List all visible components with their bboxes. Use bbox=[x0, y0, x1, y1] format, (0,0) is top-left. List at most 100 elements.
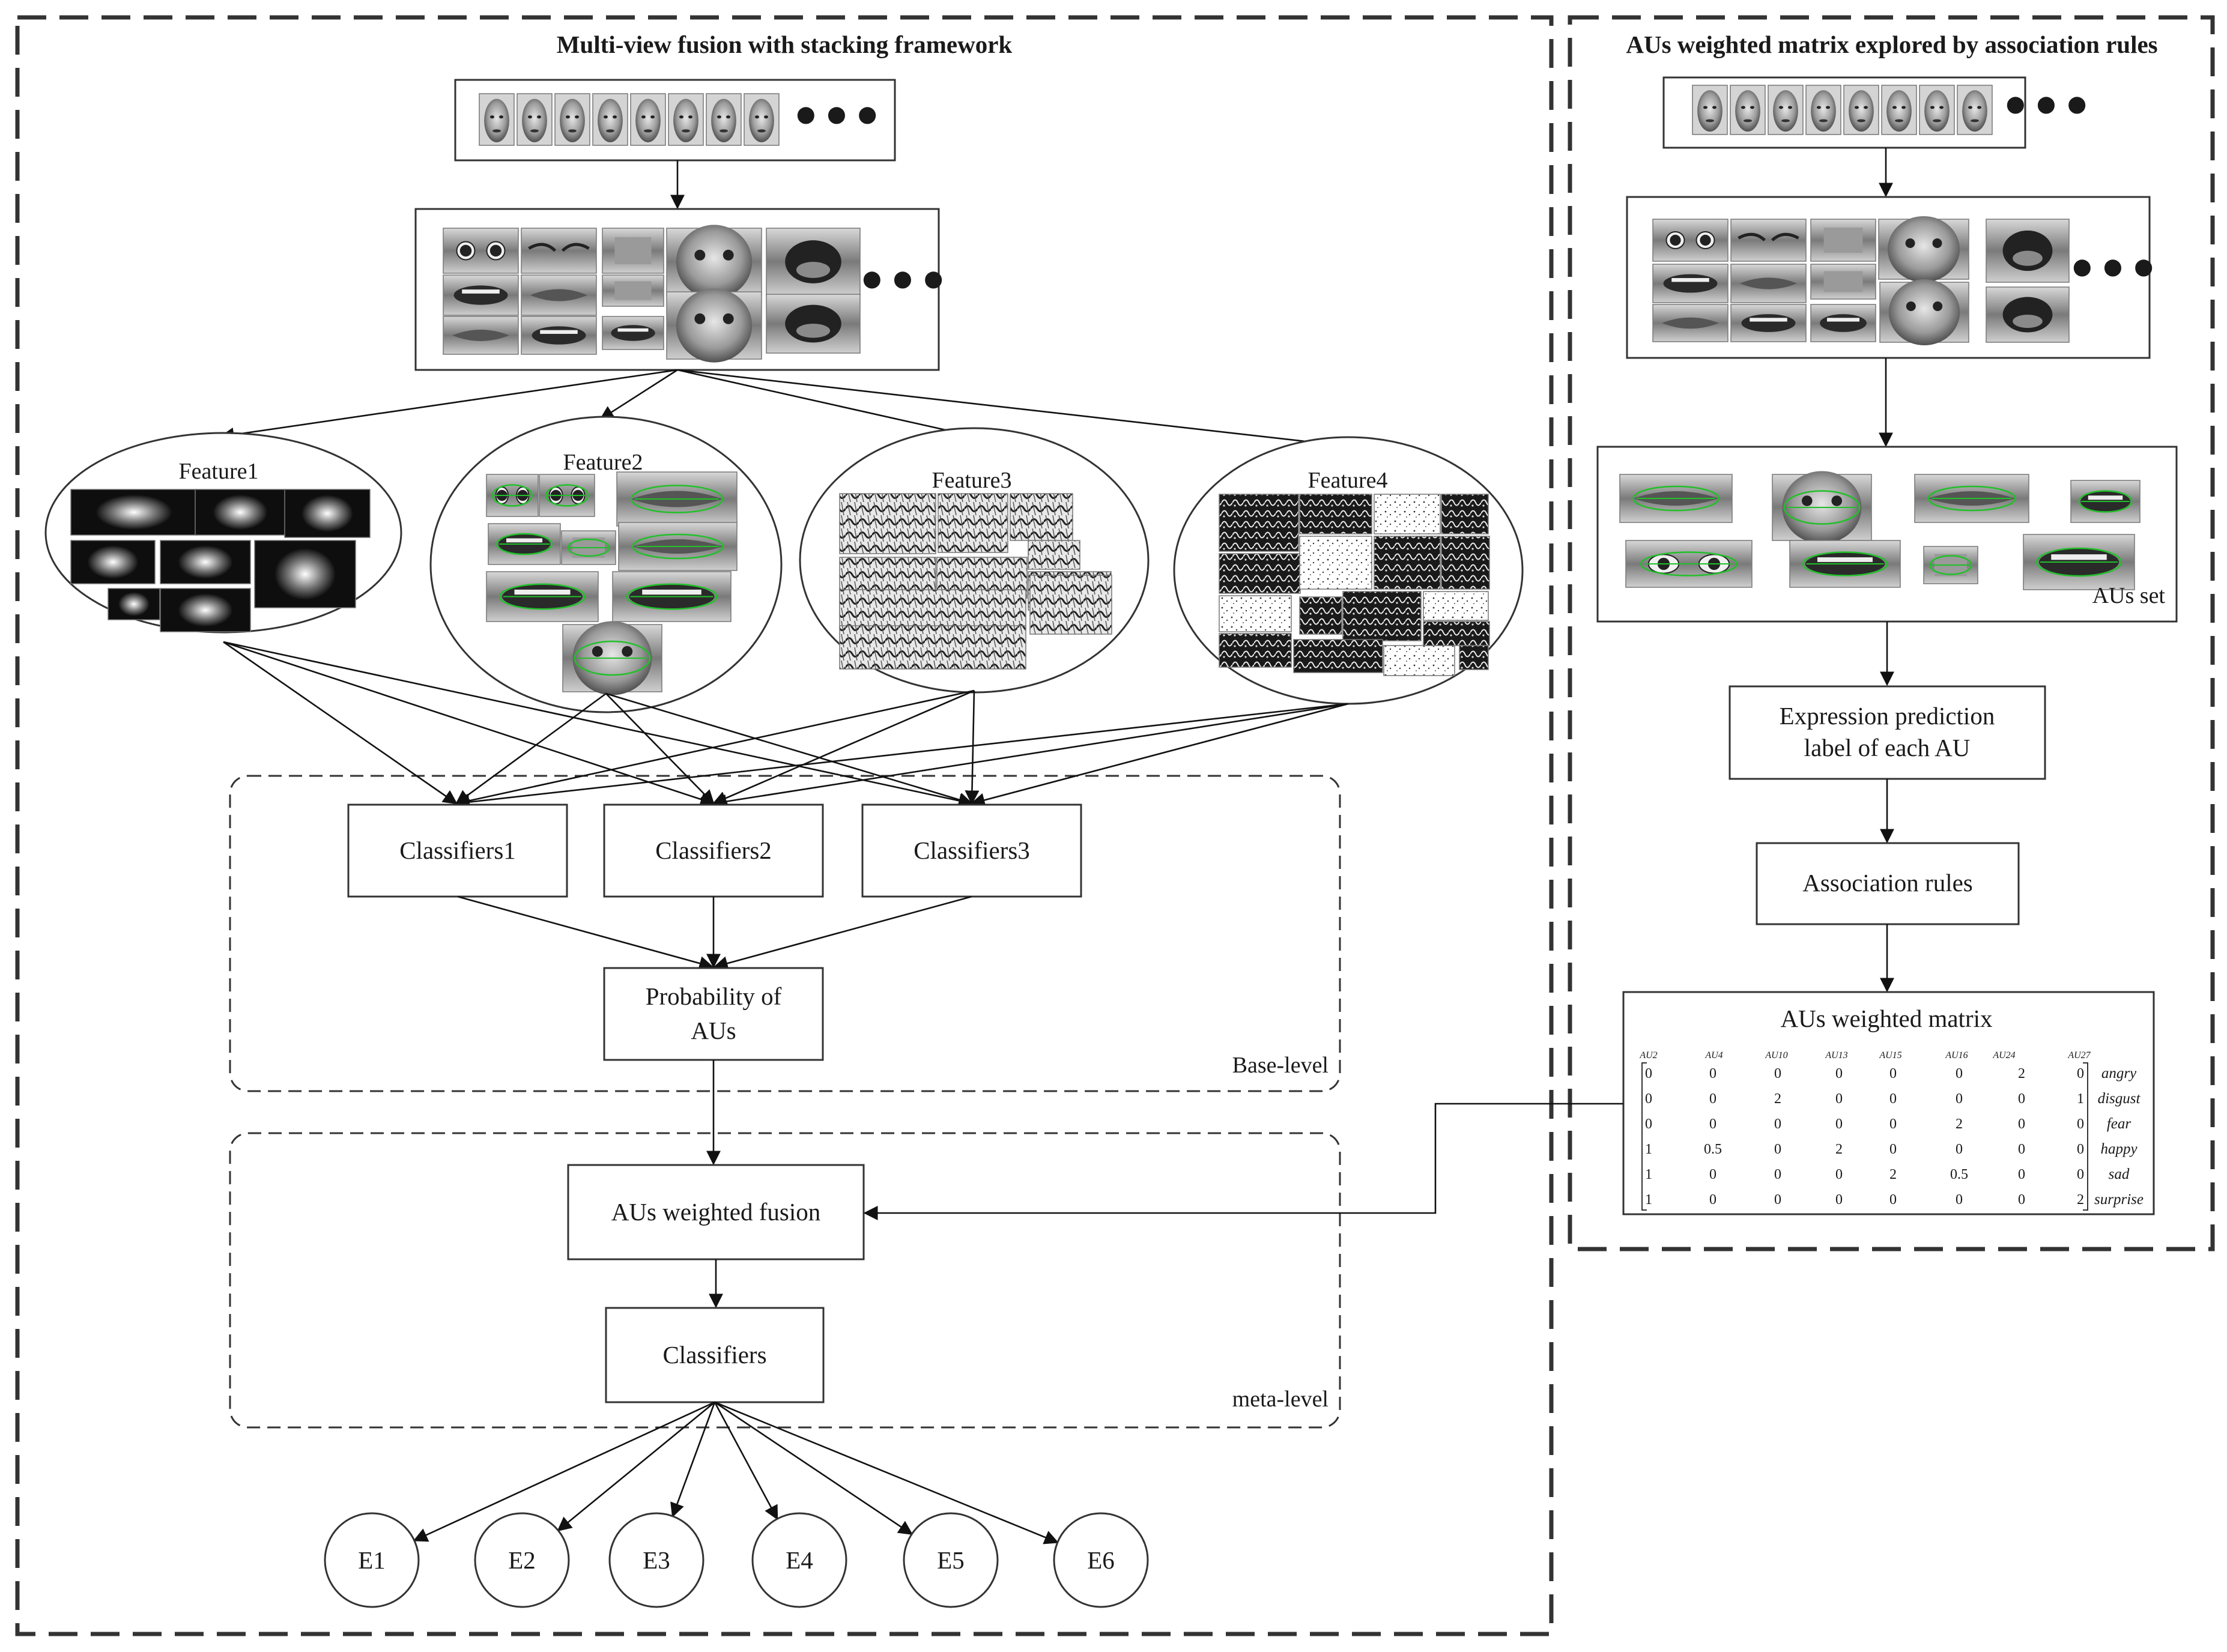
right-more-faces-ellipsis: ••• bbox=[2000, 79, 2092, 135]
prediction-label-line2: label of each AU bbox=[1804, 734, 1971, 761]
weighted-matrix-title: AUs weighted matrix bbox=[1781, 1005, 1993, 1032]
matrix-cell: 2 bbox=[2018, 1066, 2025, 1082]
matrix-cell: 1 bbox=[1645, 1192, 1652, 1208]
feature4-binary-map bbox=[1299, 536, 1372, 590]
meta-classifier-label: Classifiers bbox=[662, 1341, 766, 1369]
matrix-cell: 0 bbox=[2018, 1142, 2025, 1157]
emotion-arrows bbox=[413, 1401, 1059, 1545]
matrix-column-header: AU15 bbox=[1879, 1050, 1901, 1060]
arrow-to-emotion bbox=[714, 1402, 778, 1520]
emotion-node: E6 bbox=[1053, 1512, 1149, 1608]
base-level-region bbox=[229, 775, 1341, 1092]
right-facial-part-thumbnail bbox=[1730, 264, 1807, 303]
matrix-cell: 0 bbox=[1956, 1142, 1963, 1157]
facial-part-thumbnail bbox=[766, 294, 861, 354]
input-face-thumbnail bbox=[554, 93, 590, 146]
right-facial-part-thumbnail bbox=[1652, 219, 1729, 262]
facial-part-thumbnail bbox=[521, 316, 597, 355]
input-face-thumbnail bbox=[592, 93, 628, 146]
feature4-binary-map bbox=[1342, 591, 1422, 641]
matrix-cell: 0 bbox=[1835, 1066, 1843, 1082]
matrix-column-header: AU10 bbox=[1765, 1050, 1787, 1060]
probability-label-line1: Probability of bbox=[646, 982, 782, 1010]
facial-part-thumbnail bbox=[602, 228, 664, 274]
feature4-binary-map bbox=[1293, 639, 1383, 673]
matrix-cell: 0 bbox=[1709, 1167, 1716, 1182]
matrix-cell: 0 bbox=[2077, 1142, 2084, 1157]
matrix-cell: 0 bbox=[2018, 1091, 2025, 1107]
feature1-label: Feature1 bbox=[179, 459, 259, 484]
matrix-cell: 0 bbox=[1835, 1091, 1843, 1107]
right-facial-parts-box: ••• bbox=[1626, 196, 2159, 359]
right-input-face-thumbnail bbox=[1881, 85, 1917, 135]
matrix-cell: 1 bbox=[2077, 1091, 2084, 1107]
aus-set-box: AUs set bbox=[1596, 446, 2178, 623]
classifier1-label: Classifiers1 bbox=[399, 837, 516, 864]
feature3-texture-map bbox=[1028, 540, 1080, 570]
matrix-cell: 0 bbox=[2077, 1066, 2084, 1082]
matrix-cell: 0 bbox=[2077, 1167, 2084, 1182]
matrix-cell: 0 bbox=[1709, 1066, 1716, 1082]
matrix-column-header: AU2 bbox=[1639, 1050, 1657, 1060]
probability-box: Probability of AUs bbox=[603, 967, 824, 1061]
aus-set-label: AUs set bbox=[2092, 583, 2166, 608]
more-faces-ellipsis: ••• bbox=[790, 89, 882, 145]
arrow-to-emotion bbox=[557, 1401, 715, 1532]
matrix-cell: 0 bbox=[1774, 1116, 1781, 1132]
matrix-cell: 0 bbox=[1709, 1192, 1716, 1208]
arrow-to-emotion bbox=[670, 1402, 716, 1518]
matrix-cell: 2 bbox=[1956, 1116, 1963, 1132]
matrix-cell: 0 bbox=[2018, 1192, 2025, 1208]
matrix-row-label: disgust bbox=[2098, 1091, 2141, 1107]
matrix-cell: 2 bbox=[1889, 1167, 1897, 1182]
feature3-texture-map bbox=[839, 625, 1026, 670]
right-facial-part-thumbnail bbox=[1986, 219, 2070, 283]
association-rules-label: Association rules bbox=[1802, 869, 1973, 897]
facial-part-thumbnail bbox=[443, 228, 519, 274]
matrix-cell: 0 bbox=[1774, 1167, 1781, 1182]
right-input-face-thumbnail bbox=[1730, 85, 1766, 135]
arrow-to-feature4 bbox=[677, 369, 1344, 452]
matrix-cell: 0 bbox=[1889, 1192, 1897, 1208]
feature1-map bbox=[70, 489, 198, 536]
feature4-binary-map bbox=[1219, 494, 1299, 552]
arrow-to-feature1 bbox=[219, 369, 678, 442]
facial-part-thumbnail bbox=[666, 225, 762, 299]
base-level-label: Base-level bbox=[1232, 1053, 1329, 1078]
matrix-cell: 0 bbox=[1889, 1091, 1897, 1107]
matrix-cell: 2 bbox=[1835, 1142, 1843, 1157]
classifier2-label: Classifiers2 bbox=[655, 837, 772, 864]
right-input-face-thumbnail bbox=[1843, 85, 1879, 135]
feature1-map bbox=[160, 588, 251, 632]
matrix-cell: 0 bbox=[1889, 1116, 1897, 1132]
right-facial-part-thumbnail bbox=[1879, 279, 1969, 345]
matrix-cell: 0 bbox=[2077, 1116, 2084, 1132]
feature3-texture-map bbox=[839, 589, 1026, 629]
input-face-thumbnail bbox=[630, 93, 666, 146]
feature3-texture-map bbox=[1029, 575, 1112, 635]
emotion-node: E4 bbox=[751, 1512, 847, 1608]
matrix-row-label: fear bbox=[2107, 1116, 2132, 1132]
matrix-cell: 0 bbox=[1835, 1192, 1843, 1208]
classifier2-box: Classifiers2 bbox=[603, 803, 824, 898]
classifier3-box: Classifiers3 bbox=[861, 803, 1082, 898]
right-more-parts-ellipsis: ••• bbox=[2067, 241, 2159, 297]
matrix-cell: 0 bbox=[1645, 1066, 1652, 1082]
feature3-texture-map bbox=[938, 493, 1008, 553]
right-panel-title: AUs weighted matrix explored by associat… bbox=[1626, 31, 2157, 58]
matrix-cell: 0 bbox=[1709, 1091, 1716, 1107]
left-panel-title: Multi-view fusion with stacking framewor… bbox=[557, 31, 1013, 58]
matrix-cell: 0 bbox=[1709, 1116, 1716, 1132]
feature4-binary-map bbox=[1299, 494, 1372, 534]
facial-part-thumbnail bbox=[521, 274, 597, 316]
arrow-matrix-to-fusion bbox=[863, 1103, 1623, 1220]
right-facial-part-thumbnail bbox=[1730, 219, 1807, 262]
right-facial-part-thumbnail bbox=[1878, 216, 1969, 282]
feature4-binary-map bbox=[1459, 645, 1489, 670]
matrix-row-label: surprise bbox=[2094, 1191, 2144, 1208]
facial-part-thumbnail bbox=[443, 316, 519, 355]
matrix-row-label: sad bbox=[2109, 1166, 2130, 1182]
classifier3-label: Classifiers3 bbox=[914, 837, 1030, 864]
arrow-to-emotion bbox=[413, 1401, 715, 1542]
